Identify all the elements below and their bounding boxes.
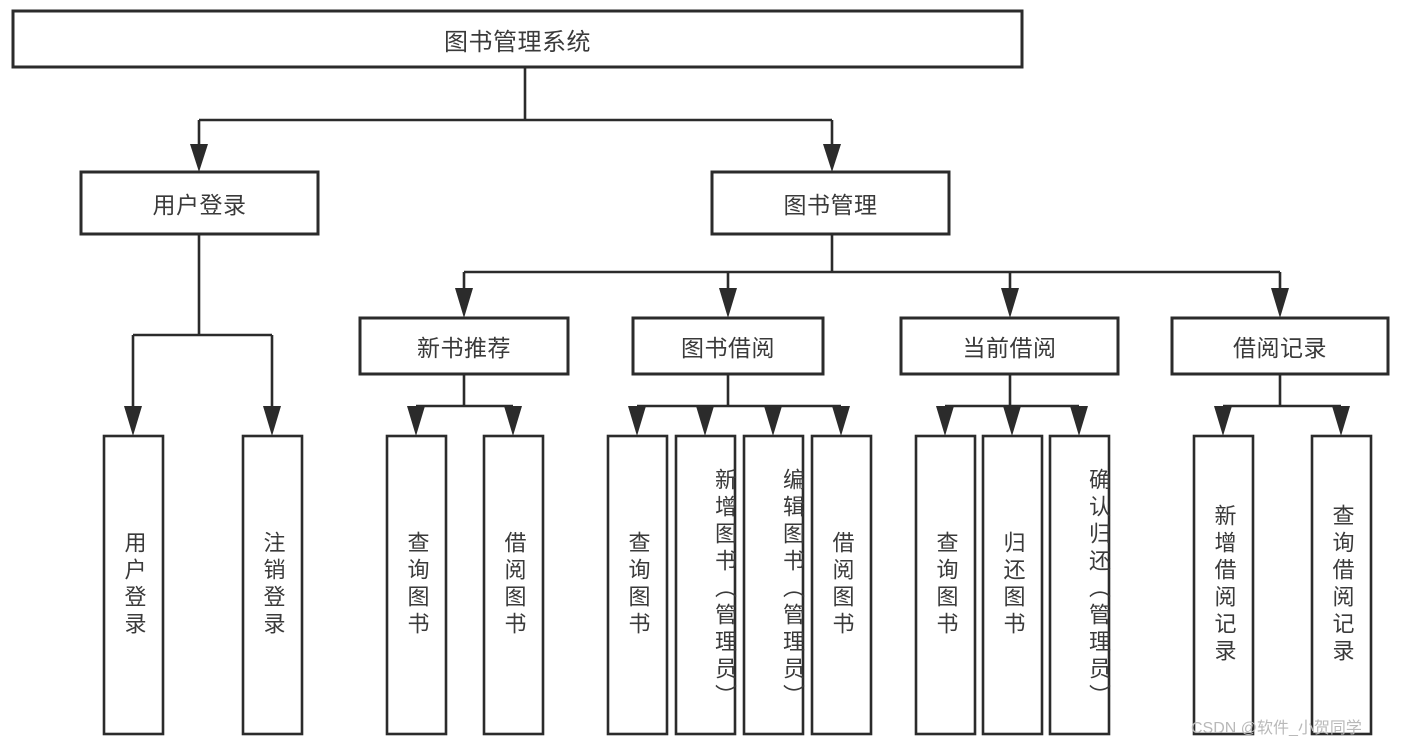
node-new-book-recommend[interactable] bbox=[358, 316, 570, 376]
leafbox-borrow-book-2[interactable] bbox=[810, 434, 873, 736]
leafbox-user-login[interactable] bbox=[102, 434, 165, 736]
connector-borrow-record-to-leaves bbox=[1214, 374, 1350, 436]
connector-user-login-to-leaves bbox=[124, 234, 281, 436]
watermark: CSDN @软件_小贺同学 bbox=[1191, 720, 1362, 737]
leafbox-confirm-return[interactable] bbox=[1048, 434, 1111, 736]
leafbox-add-book[interactable] bbox=[674, 434, 737, 736]
node-current-borrow[interactable] bbox=[899, 316, 1120, 376]
node-book-manage[interactable] bbox=[710, 170, 951, 236]
leafbox-query-book-3[interactable] bbox=[914, 434, 977, 736]
leafbox-logout[interactable] bbox=[241, 434, 304, 736]
connector-book-borrow-to-leaves bbox=[628, 374, 850, 436]
leafbox-query-book-1[interactable] bbox=[385, 434, 448, 736]
connector-current-borrow-to-leaves bbox=[936, 374, 1088, 436]
node-book-borrow[interactable] bbox=[631, 316, 825, 376]
leafbox-borrow-book-1[interactable] bbox=[482, 434, 545, 736]
leafbox-add-record[interactable] bbox=[1192, 434, 1255, 736]
connector-book-manage-to-level3 bbox=[455, 234, 1289, 318]
node-user-login[interactable] bbox=[79, 170, 320, 236]
connector-new-book-recommend-to-leaves bbox=[407, 374, 522, 436]
leafbox-query-book-2[interactable] bbox=[606, 434, 669, 736]
leafbox-return-book[interactable] bbox=[981, 434, 1044, 736]
connector-root-to-level2 bbox=[190, 67, 841, 172]
node-root-book-management-system[interactable] bbox=[11, 9, 1024, 69]
leafbox-edit-book[interactable] bbox=[742, 434, 805, 736]
leafbox-query-record[interactable] bbox=[1310, 434, 1373, 736]
node-borrow-record[interactable] bbox=[1170, 316, 1390, 376]
